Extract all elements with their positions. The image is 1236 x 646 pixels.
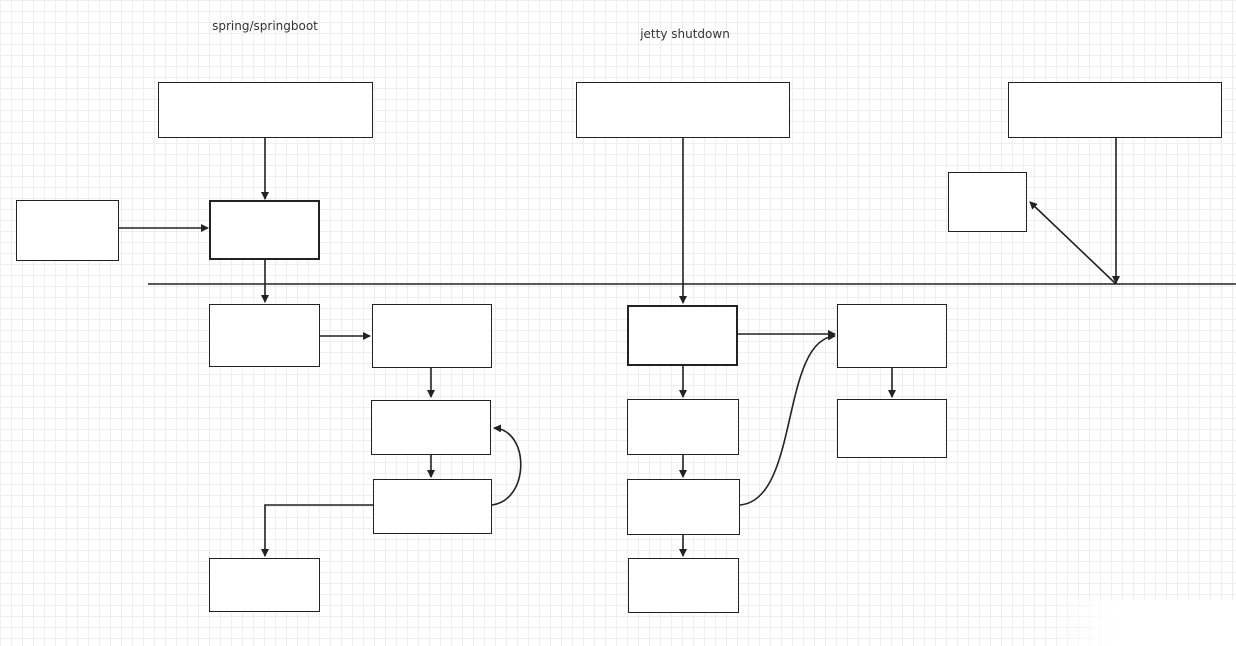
middle-step-3 [627, 479, 740, 535]
loop-step4-to-step3 [491, 424, 522, 506]
left-step-2 [372, 304, 492, 368]
process-box [209, 200, 320, 260]
left-step-5 [209, 558, 320, 612]
middle-step-2 [627, 399, 739, 455]
curve-mid-step3-to-side1 [739, 332, 836, 506]
middle-step-1 [627, 305, 738, 366]
middle-step-4 [628, 558, 739, 613]
side-box [16, 200, 119, 261]
right-side-box [948, 172, 1027, 232]
left-step-1 [209, 304, 320, 367]
left-top-box [158, 82, 373, 138]
left-step-3 [371, 400, 491, 455]
corner-fade [1050, 600, 1236, 646]
arrow-step4-to-step5 [261, 504, 373, 557]
middle-side-2 [837, 399, 947, 458]
middle-side-1 [837, 304, 947, 368]
left-step-4 [373, 479, 492, 534]
heading-left: spring/springboot [212, 19, 318, 33]
middle-top-box [576, 82, 790, 138]
right-top-box [1008, 82, 1222, 138]
arrow-divider-to-right-side [1029, 201, 1117, 285]
heading-middle: jetty shutdown [640, 27, 730, 41]
